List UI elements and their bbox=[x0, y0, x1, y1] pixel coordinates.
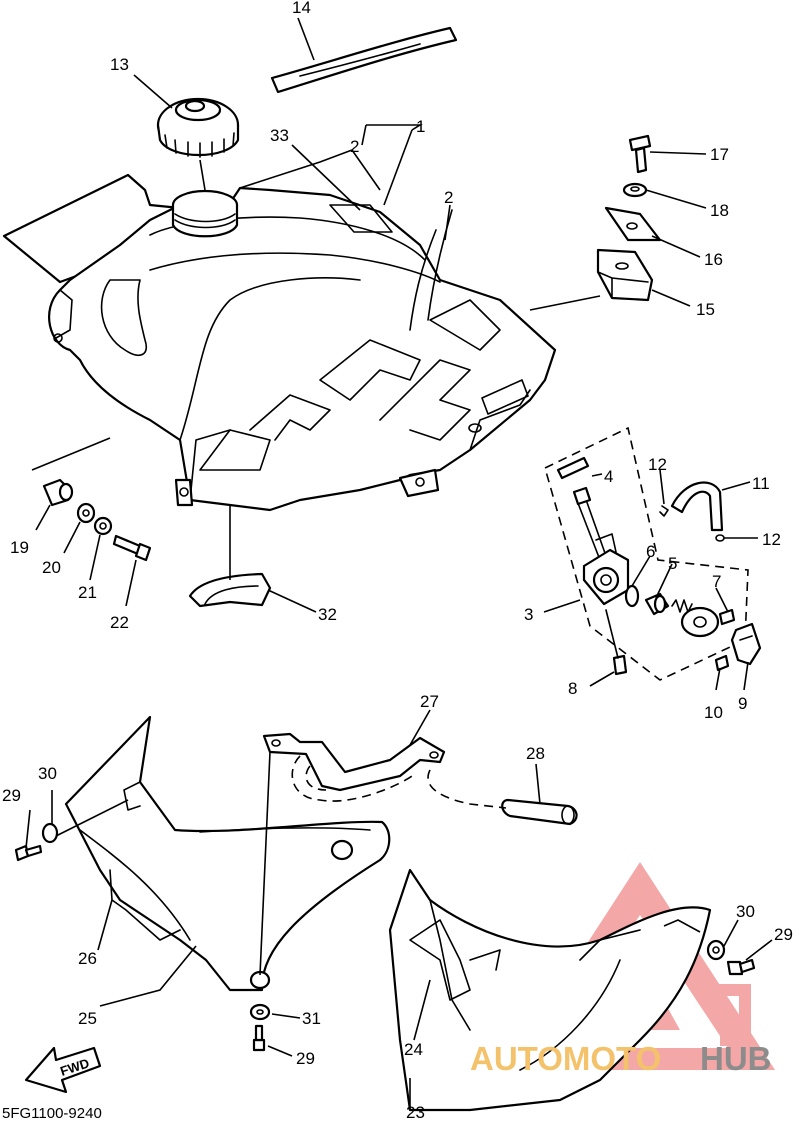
part-20-collar bbox=[76, 502, 96, 524]
label-7: 7 bbox=[712, 572, 721, 591]
part-11-fuel-hose bbox=[670, 481, 724, 532]
label-15: 15 bbox=[696, 300, 715, 319]
label-12-right: 12 bbox=[762, 530, 781, 549]
label-12-top: 12 bbox=[648, 455, 667, 474]
part-29-screw-right bbox=[726, 958, 756, 976]
label-29-right: 29 bbox=[774, 925, 793, 944]
part-13-fuel-cap bbox=[156, 97, 240, 158]
part-27-stay bbox=[262, 732, 446, 802]
part-28-hose bbox=[427, 769, 578, 826]
watermark-text: AUTOMOTO HUB bbox=[470, 1040, 772, 1077]
label-30-left: 30 bbox=[38, 764, 57, 783]
label-2-right: 2 bbox=[444, 188, 453, 207]
label-18: 18 bbox=[710, 201, 729, 220]
label-16: 16 bbox=[704, 250, 723, 269]
part-21-washer bbox=[93, 516, 113, 536]
catalog-code: 5FG1100-9240 bbox=[2, 1105, 102, 1122]
part-31-collar bbox=[249, 1003, 271, 1021]
label-17: 17 bbox=[710, 145, 729, 164]
part-12-clip-upper bbox=[659, 505, 669, 517]
part-22-bolt bbox=[112, 534, 152, 562]
fwd-arrow-icon: FWD bbox=[24, 1046, 102, 1094]
part-15-damper bbox=[596, 248, 654, 302]
watermark-text-part1: AUTOMOTO bbox=[470, 1040, 661, 1077]
label-26: 26 bbox=[78, 949, 97, 968]
label-23: 23 bbox=[406, 1103, 425, 1122]
label-20: 20 bbox=[42, 558, 61, 577]
leader-lines bbox=[25, 17, 773, 1108]
part-29-screw-bottom bbox=[252, 1024, 266, 1052]
label-29-bottom: 29 bbox=[296, 1049, 315, 1068]
part-18-washer bbox=[622, 182, 648, 198]
label-2-top: 2 bbox=[350, 137, 359, 156]
label-8: 8 bbox=[568, 679, 577, 698]
label-32: 32 bbox=[318, 605, 337, 624]
label-14: 14 bbox=[292, 0, 311, 17]
label-25: 25 bbox=[78, 1009, 97, 1028]
part-14-breather-hose bbox=[270, 26, 458, 94]
label-33: 33 bbox=[270, 126, 289, 145]
label-31: 31 bbox=[302, 1009, 321, 1028]
label-30-right: 30 bbox=[736, 902, 755, 921]
label-13: 13 bbox=[110, 55, 129, 74]
part-32-damper bbox=[188, 572, 272, 608]
part-17-bolt bbox=[628, 134, 652, 174]
label-6: 6 bbox=[646, 542, 655, 561]
fuel-tank bbox=[2, 173, 557, 512]
label-19: 19 bbox=[10, 538, 29, 557]
part-16-damper bbox=[604, 206, 662, 242]
label-9: 9 bbox=[738, 694, 747, 713]
label-5: 5 bbox=[668, 554, 677, 573]
label-29-left: 29 bbox=[2, 786, 21, 805]
watermark-text-part2: HUB bbox=[700, 1040, 772, 1077]
label-11: 11 bbox=[752, 474, 770, 493]
part-12-clip-lower bbox=[715, 534, 725, 542]
part-30-collar-left bbox=[41, 822, 59, 844]
part-29-screw-left bbox=[14, 844, 43, 862]
label-1: 1 bbox=[416, 117, 425, 136]
label-27: 27 bbox=[420, 692, 439, 711]
label-4: 4 bbox=[604, 467, 613, 486]
fuel-cock-assembly bbox=[544, 426, 762, 681]
label-3: 3 bbox=[524, 605, 533, 624]
label-10: 10 bbox=[704, 703, 723, 722]
side-cover-left bbox=[64, 715, 391, 992]
part-19-grommet bbox=[42, 478, 74, 507]
side-cover-right bbox=[388, 868, 712, 1112]
label-22: 22 bbox=[110, 613, 129, 632]
label-28: 28 bbox=[526, 744, 545, 763]
part-30-collar-right bbox=[706, 939, 726, 961]
label-21: 21 bbox=[78, 583, 97, 602]
label-24: 24 bbox=[404, 1040, 423, 1059]
